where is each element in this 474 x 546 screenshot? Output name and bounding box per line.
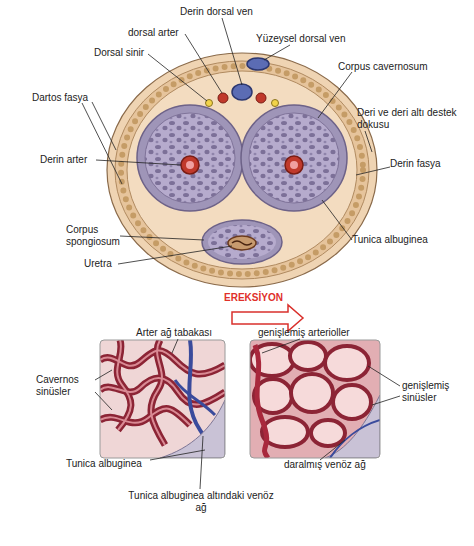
subcutaneous-tissue [121,66,363,274]
narrowed-vein [330,420,380,458]
dorsal-artery [256,93,266,103]
sinus-highlight [117,340,131,430]
urethra-lumen [232,241,252,245]
superficial-dorsal-vein [247,58,269,70]
deep-dorsal-vein [232,84,252,100]
flaccid-panel [100,340,225,458]
part-label: Tunica albuginea [66,458,166,470]
part-label: daralmış venöz ağ [284,459,394,471]
part-label: Cavernos sinüsler [36,374,96,398]
vein [175,380,215,415]
leader-line [262,339,300,353]
leader-line [320,440,345,460]
leader-line [95,370,112,380]
sinus-wall [151,340,165,445]
dilated-sinus [325,346,369,380]
leader-line [118,246,232,264]
part-label: Deri ve deri altı destek dokusu [357,107,457,131]
leader-line [95,392,112,410]
sinus-highlight [151,340,165,445]
deep-artery-lumen [186,161,194,169]
part-label: Tunica albuginea altındaki venöz ağ [126,490,276,514]
leader-line [120,236,204,240]
part-label: Dartos fasya [32,92,107,104]
dilated-sinus [311,420,345,446]
skin-layer [107,53,377,287]
panel-background [100,340,225,458]
part-label: Tunica albuginea [352,234,452,246]
leader-lines [82,18,400,489]
part-label: Dorsal sinir [94,47,164,59]
leader-line [150,450,205,460]
panel-frame [100,340,225,458]
leader-line [322,200,352,240]
leader-line [148,54,207,101]
leader-line [264,45,290,60]
tunica-albuginea [160,400,225,458]
erect-panel [250,340,380,458]
panel-background [250,340,380,458]
dilated-sinus [290,342,326,370]
corpus-cavernosum [145,113,235,203]
dartos-fascia [115,61,369,279]
deep-artery [181,156,199,174]
part-label: dorsal arter [128,27,198,39]
part-label: Uretra [84,258,129,270]
leader-line [200,436,203,489]
part-label: genişlemiş arterioller [258,327,378,339]
spongy-tissue [208,225,276,259]
leader-line [365,131,372,152]
dilated-arteriole [255,345,268,458]
leader-line [96,160,181,165]
corpus-cavernosum [249,113,339,203]
sinus-highlight [100,378,225,405]
tunica-albuginea [137,105,243,211]
part-label: Corpus spongiosum [66,224,122,248]
leader-line [356,167,390,175]
sinus-highlight [100,409,190,425]
part-label: Derin dorsal ven [180,6,280,18]
tunica-albuginea [325,395,380,458]
leader-line [222,18,242,85]
leader-line [92,102,116,150]
leader-line [185,34,222,93]
leader-line [372,396,400,405]
dilated-sinus [291,374,333,412]
leader-line [368,366,400,386]
part-label: Derin arter [40,154,105,166]
part-label: genişlemiş sinüsler [402,380,462,404]
process-label: EREKSİYON [224,292,304,304]
urethra [228,236,256,250]
leader-line [318,72,352,118]
dorsal-artery [218,93,228,103]
part-label: Yüzeysel dorsal ven [256,33,366,45]
deep-artery [285,156,303,174]
corpus-spongiosum [202,220,282,264]
deep-fascia [127,71,357,269]
dorsal-nerve [272,100,279,107]
part-label: Arter ağ tabakası [136,327,236,339]
panel-frame [250,340,380,458]
part-label: Derin fasya [390,158,460,170]
leader-line [82,103,122,184]
sinus-wall [100,409,190,425]
dilated-sinus [333,385,371,419]
part-label: Corpus cavernosum [338,61,448,73]
cross-section [107,53,377,287]
tunica-albuginea [241,105,347,211]
leader-line [172,339,178,353]
sinus-wall [117,340,131,430]
deep-artery-lumen [290,161,298,169]
